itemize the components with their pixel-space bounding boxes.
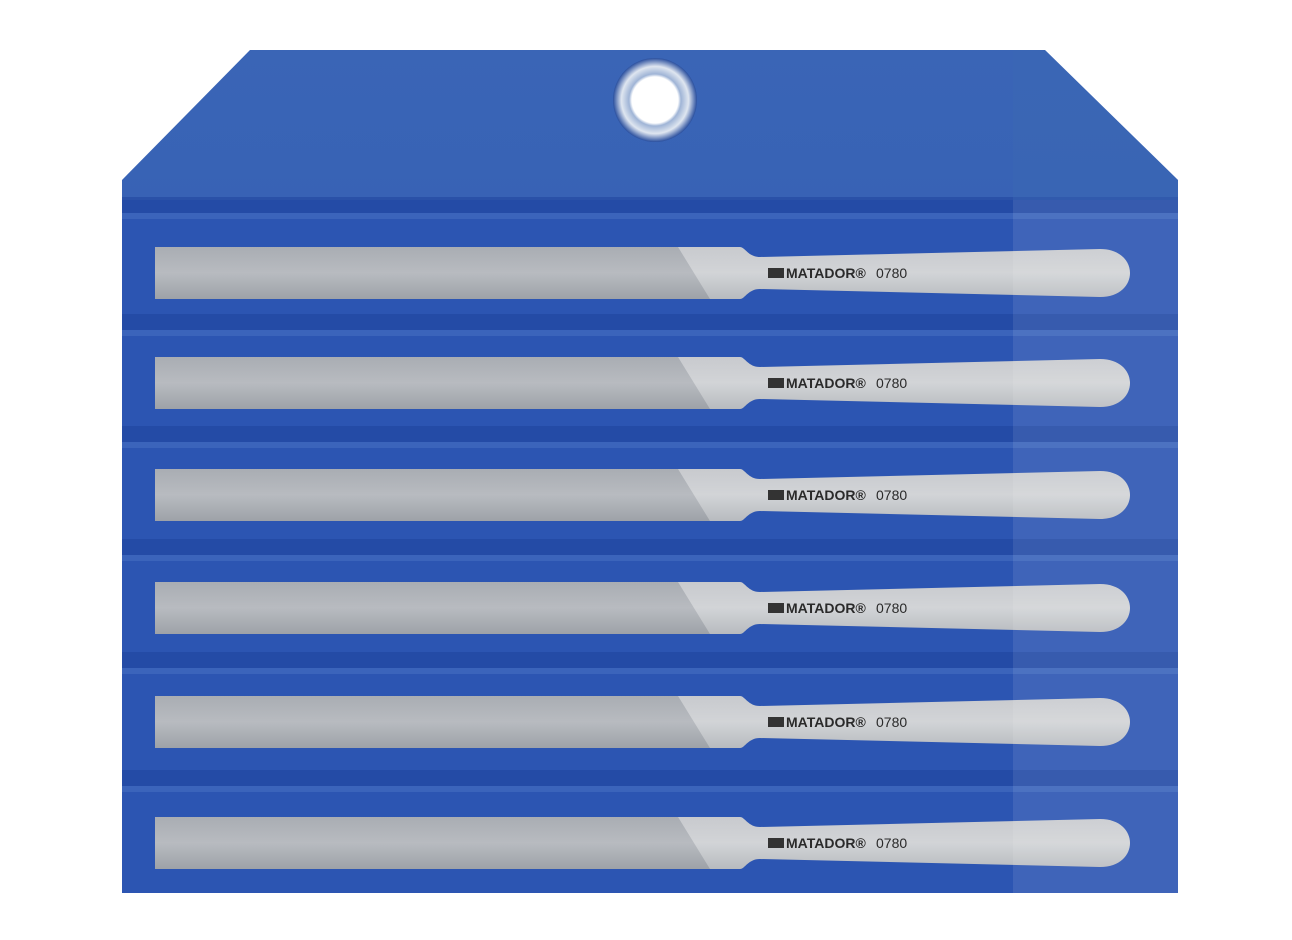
file-model-number: 0780 xyxy=(876,375,907,391)
needle-file: MATADOR® 0780 xyxy=(155,469,1130,521)
needle-file: MATADOR® 0780 xyxy=(155,247,1130,299)
file-model-number: 0780 xyxy=(876,835,907,851)
pocket-highlight xyxy=(122,786,1178,792)
file-model-number: 0780 xyxy=(876,714,907,730)
pocket-seam xyxy=(122,426,1178,442)
file-brand: MATADOR® xyxy=(786,714,866,730)
grommet-icon xyxy=(613,58,697,142)
pocket-highlight xyxy=(122,668,1178,674)
matador-logo-icon xyxy=(768,378,784,388)
needle-file: MATADOR® 0780 xyxy=(155,357,1130,409)
file-brand: MATADOR® xyxy=(786,265,866,281)
file-model-number: 0780 xyxy=(876,487,907,503)
pocket-seam xyxy=(122,197,1178,213)
pocket-seam xyxy=(122,539,1178,555)
file-cut-blade xyxy=(155,696,710,748)
file-cut-blade xyxy=(155,582,710,634)
needle-file: MATADOR® 0780 xyxy=(155,817,1130,869)
needle-file: MATADOR® 0780 xyxy=(155,696,1130,748)
pocket-seam xyxy=(122,314,1178,330)
file-brand: MATADOR® xyxy=(786,375,866,391)
matador-logo-icon xyxy=(768,838,784,848)
file-model-number: 0780 xyxy=(876,600,907,616)
needle-file: MATADOR® 0780 xyxy=(155,582,1130,634)
pocket-seams xyxy=(122,197,1178,792)
translucent-side-panel xyxy=(1013,50,1178,893)
files: MATADOR®0780MATADOR®0780MATADOR®0780MATA… xyxy=(155,247,1130,869)
matador-logo-icon xyxy=(768,490,784,500)
matador-logo-icon xyxy=(768,603,784,613)
file-model-number: 0780 xyxy=(876,265,907,281)
file-brand: MATADOR® xyxy=(786,600,866,616)
pocket-highlight xyxy=(122,213,1178,219)
file-cut-blade xyxy=(155,469,710,521)
matador-logo-icon xyxy=(768,268,784,278)
matador-logo-icon xyxy=(768,717,784,727)
pocket-seam xyxy=(122,770,1178,786)
pocket-seam xyxy=(122,652,1178,668)
file-brand: MATADOR® xyxy=(786,487,866,503)
file-cut-blade xyxy=(155,247,710,299)
translucent-flap-corner xyxy=(1013,50,1178,200)
file-cut-blade xyxy=(155,817,710,869)
pocket-highlight xyxy=(122,555,1178,561)
pocket-highlight xyxy=(122,442,1178,448)
file-brand: MATADOR® xyxy=(786,835,866,851)
pocket-highlight xyxy=(122,330,1178,336)
file-cut-blade xyxy=(155,357,710,409)
